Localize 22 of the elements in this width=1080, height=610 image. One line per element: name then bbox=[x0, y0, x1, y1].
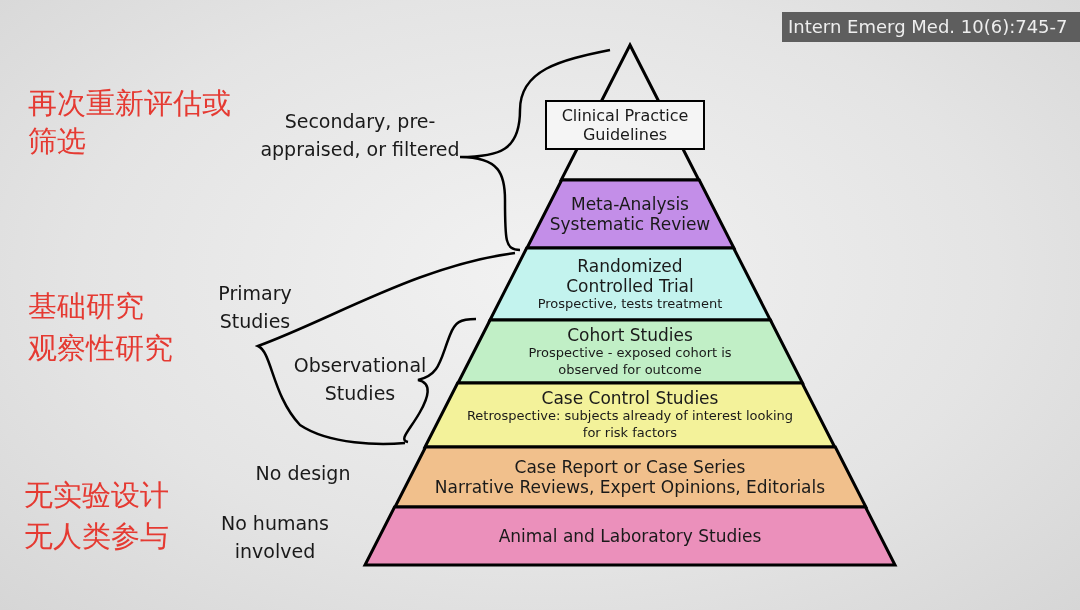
category-label: Observational Studies bbox=[292, 353, 428, 406]
category-label: Primary Studies bbox=[217, 281, 293, 334]
annotation-text: 无实验设计 bbox=[24, 477, 170, 514]
level-title: Animal and Laboratory Studies bbox=[498, 525, 762, 546]
category-label: No design bbox=[254, 461, 352, 486]
annotation-text: 再次重新评估或筛选 bbox=[28, 85, 232, 160]
level-title: Randomized Controlled Trial bbox=[565, 255, 695, 296]
annotation-text: 观察性研究 bbox=[28, 330, 174, 367]
category-label: Secondary, pre-appraised, or filtered bbox=[259, 109, 461, 162]
level-description: Prospective - exposed cohort is observed for outcome bbox=[527, 344, 733, 379]
level-title: Case Control Studies bbox=[541, 388, 719, 409]
category-label: No humans involved bbox=[219, 511, 331, 564]
level-title: Case Report or Case Series bbox=[514, 456, 746, 477]
level-title: Cohort Studies bbox=[567, 324, 693, 345]
level-title: Systematic Review bbox=[549, 214, 711, 235]
level-description: Narrative Reviews, Expert Opinions, Editorials bbox=[434, 477, 826, 498]
citation-text: Intern Emerg Med. 10(6):745-7 bbox=[782, 12, 1080, 42]
guideline-box: Clinical Practice Guidelines bbox=[545, 100, 705, 150]
annotation-text: 无人类参与 bbox=[24, 518, 170, 555]
level-title: Meta-Analysis bbox=[570, 193, 689, 214]
level-description: Retrospective: subjects already of interest looking for risk factors bbox=[465, 408, 795, 442]
level-description: Prospective, tests treatment bbox=[537, 295, 723, 313]
